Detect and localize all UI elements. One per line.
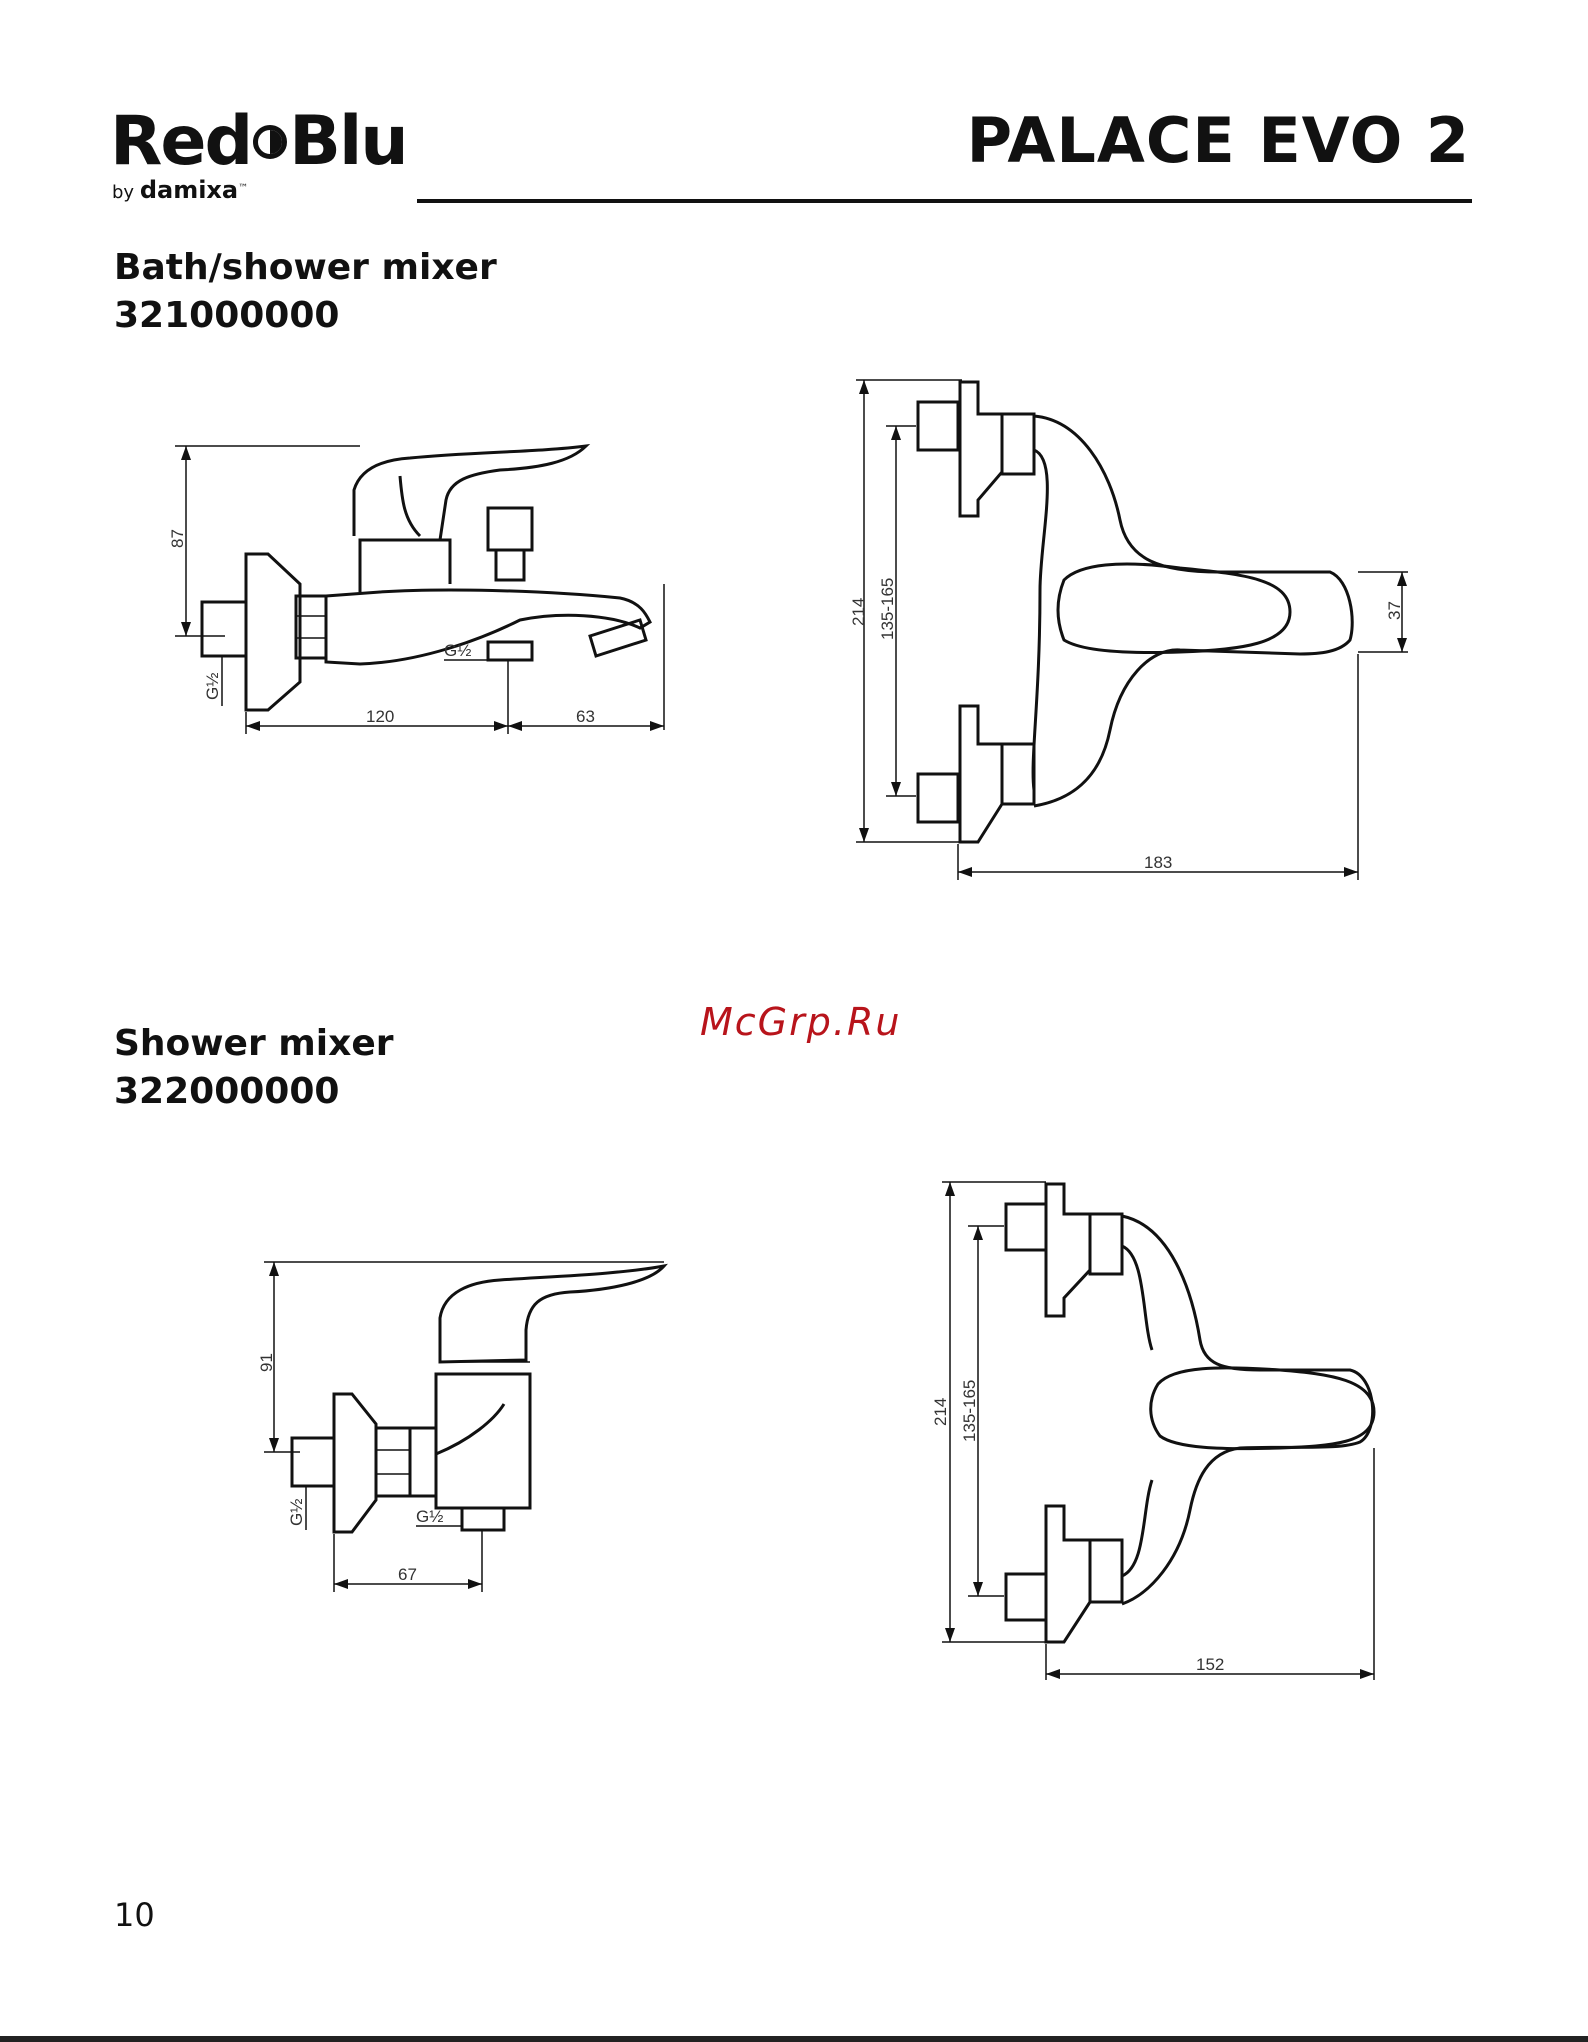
dim-shower-front-width-152: 152 xyxy=(1196,1655,1224,1674)
bottom-border xyxy=(0,2036,1588,2042)
page-number: 10 xyxy=(114,1896,155,1934)
dim-shower-front-centers: 135-165 xyxy=(960,1380,979,1442)
dim-shower-front-height-214: 214 xyxy=(931,1398,950,1426)
